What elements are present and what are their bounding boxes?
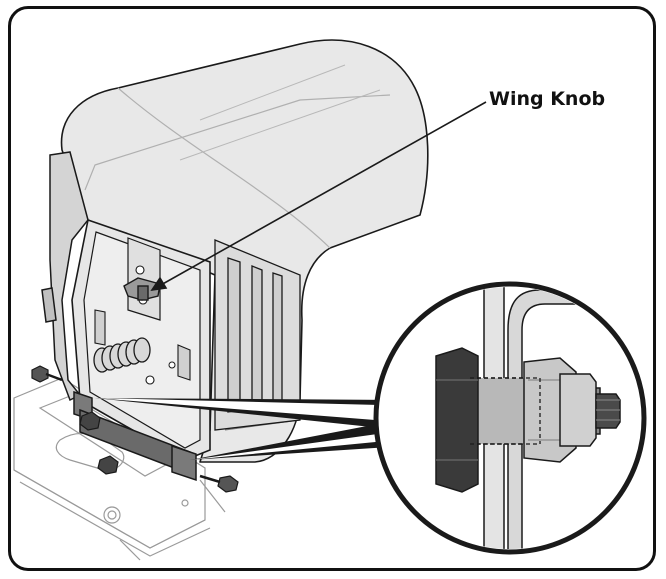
- bolt-left-mid: [79, 411, 101, 431]
- detail-circle: [373, 281, 647, 555]
- seat-left-shell: [41, 151, 89, 402]
- mounting-bolts: [31, 365, 239, 493]
- spring: [93, 337, 151, 373]
- bolt-center: [97, 455, 119, 475]
- bolt-left-top: [31, 365, 63, 383]
- wing-knob: [123, 277, 161, 301]
- detail-rays: [95, 398, 404, 460]
- wing-knob-leader: [150, 101, 487, 292]
- seat-side-panel: [214, 239, 301, 431]
- wing-knob-label: Wing Knob: [489, 88, 606, 110]
- bolt-right: [199, 474, 239, 493]
